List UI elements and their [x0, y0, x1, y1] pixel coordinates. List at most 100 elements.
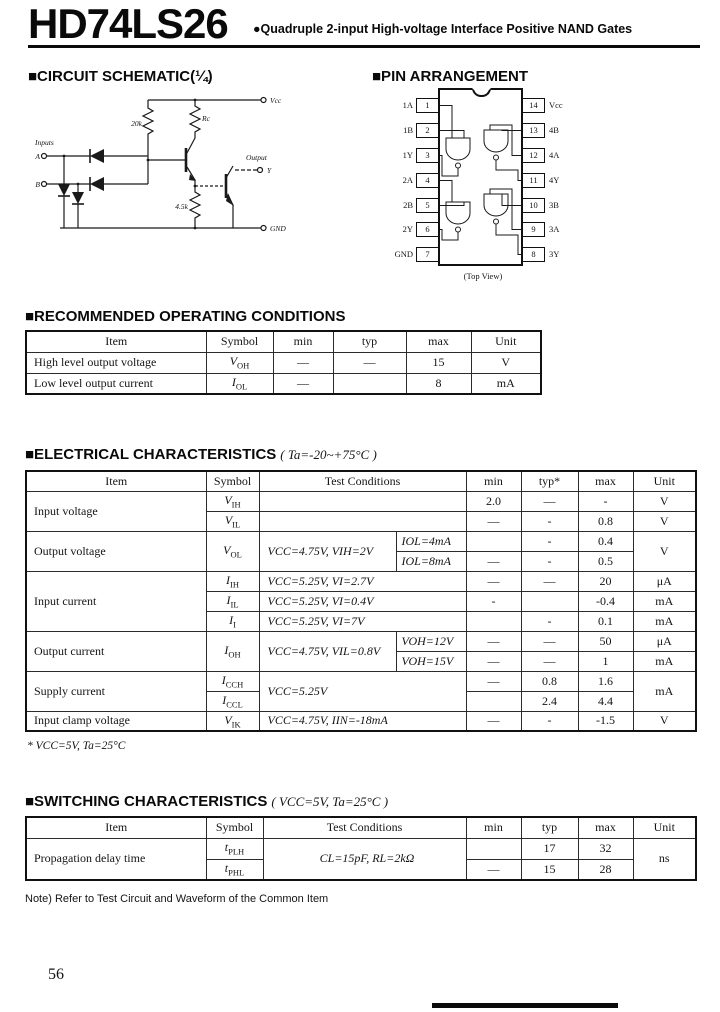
wire [440, 202, 465, 206]
scan-artifact-bar [432, 1003, 618, 1008]
symbol-sub: IH [231, 499, 241, 510]
diode-a-icon [90, 149, 104, 163]
symbol-base: I [226, 592, 231, 607]
unit-cell: V [470, 351, 542, 374]
clamp-diode-b-icon [72, 192, 84, 204]
node-dot [193, 226, 197, 230]
unit-cell: V [632, 510, 697, 532]
col-min: min [465, 816, 522, 839]
ec-row-ioh-15v: VOH=15V — — 1 mA [26, 650, 697, 672]
unit-cell: μA [632, 570, 697, 592]
pin-box-2: 2 [416, 123, 439, 138]
col-test-conditions: Test Conditions [258, 470, 467, 492]
typ-cell: — [520, 630, 579, 652]
item-cell: Output voltage [25, 530, 207, 572]
col-symbol: Symbol [205, 330, 274, 353]
symbol-sub: CCL [226, 699, 243, 710]
symbol-base: V [224, 492, 232, 507]
ec-row-vol-4ma: Output voltage VOL VCC=4.75V, VIH=2V IOL… [25, 530, 697, 572]
symbol-sub: PHL [228, 867, 245, 878]
output-y-label: Y [267, 166, 272, 175]
input-a-label: A [34, 152, 40, 161]
min-cell: — [465, 630, 522, 652]
item-cell: Low level output current [25, 372, 207, 395]
input-b-terminal [40, 180, 48, 188]
typ-cell: - [520, 550, 579, 572]
pin-box-13: 13 [522, 123, 545, 138]
max-cell: 1.6 [577, 670, 634, 692]
max-cell: 0.4 [577, 530, 634, 552]
pin-box-12: 12 [522, 148, 545, 163]
max-cell: 28 [577, 858, 634, 881]
symbol-cell: IOH [205, 630, 260, 672]
wire [501, 194, 521, 206]
symbol-cell: VIH [205, 490, 260, 512]
symbol-cell: IIH [205, 570, 260, 592]
symbol-sub: CCH [225, 679, 244, 690]
test-conditions-cell: CL=15pF, RL=2kΩ [262, 837, 467, 881]
min-cell: — [272, 351, 334, 374]
pin-label-1b: 1B [403, 125, 413, 135]
typ-cell: 15 [520, 858, 579, 881]
clamp-diode-a-icon [58, 184, 70, 196]
symbol-cell: IOL [205, 372, 274, 395]
gnd-terminal [260, 224, 267, 232]
typ-cell: — [520, 570, 579, 592]
symbol-base: I [231, 375, 236, 390]
pin-label-4b: 4B [549, 125, 559, 135]
resistor-4k5 [188, 186, 202, 228]
symbol-base: t [224, 840, 229, 855]
ec-row-vik: Input clamp voltage VIK VCC=4.75V, IIN=-… [25, 710, 697, 732]
col-max: max [577, 470, 634, 492]
min-cell [465, 690, 522, 712]
col-max: max [405, 330, 472, 353]
ec-footnote: * VCC=5V, Ta=25°C [27, 740, 126, 752]
pin-box-8: 8 [522, 247, 545, 262]
wire [495, 224, 521, 255]
item-cell: Output current [25, 630, 207, 672]
symbol-sub: I [233, 619, 236, 630]
unit-cell: V [632, 530, 697, 572]
resistor-rc [186, 100, 202, 154]
min-cell: - [465, 590, 522, 612]
symbol-sub: IH [230, 579, 239, 590]
symbol-sub: IK [231, 718, 241, 729]
test-conditions-cell: VCC=4.75V, VIH=2V [258, 530, 397, 572]
symbol-base: I [229, 612, 234, 627]
max-cell: -1.5 [577, 710, 634, 732]
output-label: Output [246, 153, 268, 162]
min-cell: 2.0 [465, 490, 522, 512]
ic-body [438, 88, 523, 266]
page-subtitle: ●Quadruple 2-input High-voltage Interfac… [253, 22, 633, 36]
test-conditions-cell [258, 490, 467, 512]
symbol-base: I [221, 672, 226, 687]
section-title-circuit-schematic: ■CIRCUIT SCHEMATIC(¼) [28, 68, 213, 85]
pin-label-gnd: GND [394, 249, 413, 259]
typ-cell: — [332, 351, 407, 374]
ec-row-vil: VIL — - 0.8 V [26, 510, 697, 532]
wire [440, 130, 465, 138]
typ-cell: 17 [520, 837, 579, 860]
wire [440, 105, 453, 138]
node-dot [193, 98, 197, 102]
typ-cell: - [520, 510, 579, 532]
symbol-base: V [224, 512, 233, 527]
symbol-cell: ICCL [205, 690, 260, 712]
max-cell: 0.5 [577, 550, 634, 572]
vcc-label: Vcc [270, 96, 282, 105]
input-b-label: B [35, 180, 40, 189]
max-cell: 32 [577, 837, 634, 860]
wire [501, 130, 521, 131]
col-item: Item [25, 330, 207, 353]
sub-condition-cell: VOH=12V [395, 630, 467, 652]
max-cell: -0.4 [577, 590, 634, 612]
unit-cell: mA [632, 670, 697, 712]
node-dot [193, 184, 197, 188]
item-cell: Input voltage [25, 490, 207, 532]
typ-cell [332, 372, 407, 395]
test-conditions-cell: VCC=5.25V, VI=2.7V [258, 570, 467, 592]
ec-row-vol-8ma: IOL=8mA — - 0.5 [26, 550, 696, 572]
pin-box-10: 10 [522, 198, 545, 213]
wire [440, 155, 459, 177]
min-cell [465, 837, 522, 860]
